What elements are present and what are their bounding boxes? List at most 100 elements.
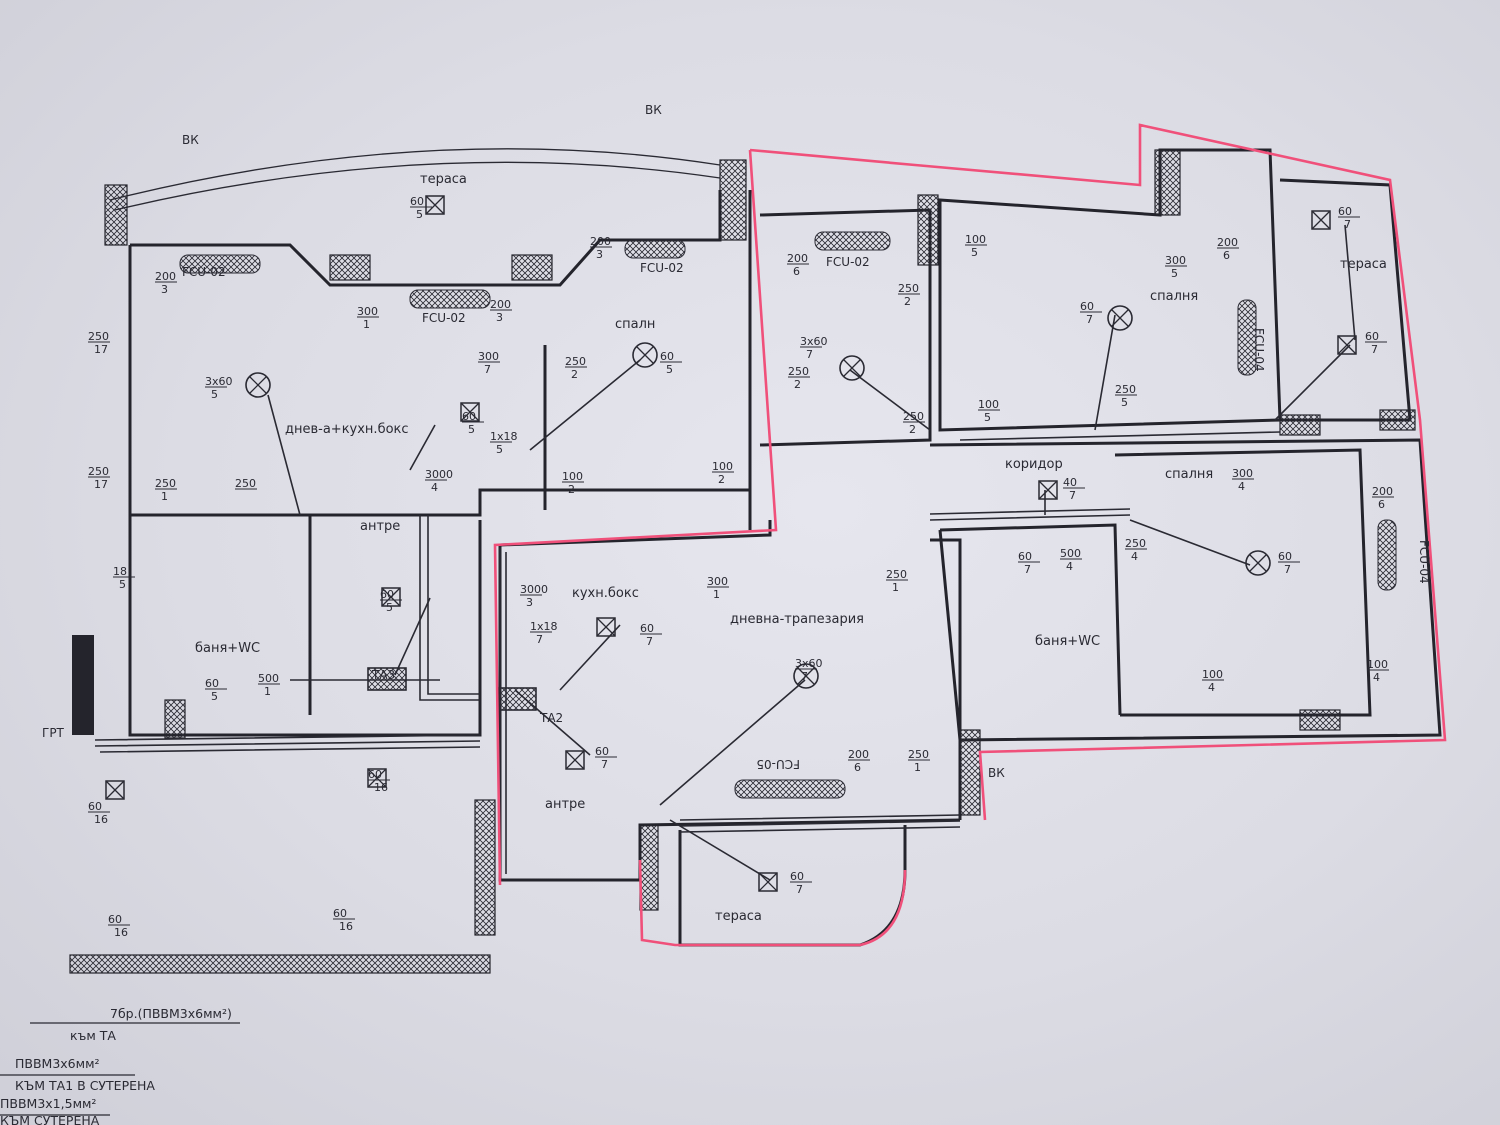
fixture-power: 200 xyxy=(590,235,611,248)
ceiling-lamp-box-icon xyxy=(105,780,125,800)
fixture-circuit: 7 xyxy=(1069,489,1076,502)
equipment-tag: FCU-02 xyxy=(826,255,870,269)
fixture-power: 40 xyxy=(1063,476,1077,489)
pendant-lamp-icon xyxy=(1245,550,1271,576)
cable-note: ПВВМ3х6мм² xyxy=(15,1056,100,1071)
fixture-power: 100 xyxy=(1202,668,1223,681)
fixture-power: 60 xyxy=(660,350,674,363)
fixture-label: 185 xyxy=(113,565,135,591)
fixture-power: 250 xyxy=(1115,383,1136,396)
fixture-circuit: 1 xyxy=(914,761,921,774)
ceiling-lamp-box-icon xyxy=(1337,335,1357,355)
fixture-power: 3000 xyxy=(425,468,453,481)
fixture-circuit: 16 xyxy=(94,813,108,826)
fixture-circuit: 2 xyxy=(568,483,575,496)
fixture-symbols xyxy=(105,195,1397,892)
walls xyxy=(109,148,1442,947)
equipment-tag: FCU-02 xyxy=(182,265,226,279)
fixture-power: 60 xyxy=(333,907,347,920)
ceiling-lamp-box-icon xyxy=(1311,210,1331,230)
fixture-circuit: 16 xyxy=(114,926,128,939)
fixture-label: 605 xyxy=(660,350,682,376)
fixture-power: 60 xyxy=(108,913,122,926)
fixture-circuit: 7 xyxy=(536,633,543,646)
fixture-power: 250 xyxy=(1125,537,1146,550)
fixture-power: 500 xyxy=(1060,547,1081,560)
fixture-power: 250 xyxy=(88,465,109,478)
room-name: днев-а+кухн.бокс xyxy=(285,422,409,437)
fixture-circuit: 4 xyxy=(1066,560,1073,573)
fixture-label: 605 xyxy=(205,677,227,703)
fixture-power: 300 xyxy=(1232,467,1253,480)
ceiling-lamp-box-icon xyxy=(1038,480,1058,500)
cable-note-destination: КЪМ ТА1 В СУТЕРЕНА xyxy=(15,1078,155,1093)
fixture-circuit: 7 xyxy=(1086,313,1093,326)
fixture-power: 300 xyxy=(357,305,378,318)
fixture-power: 60 xyxy=(1018,550,1032,563)
fixture-circuit: 16 xyxy=(339,920,353,933)
fixture-circuit: 17 xyxy=(94,478,108,491)
fan-coil-unit-icon xyxy=(1237,299,1257,376)
cable-trays xyxy=(94,224,1356,881)
fixture-power: 60 xyxy=(595,745,609,758)
fan-coil-unit-icon xyxy=(814,231,891,251)
fixture-power: 300 xyxy=(707,575,728,588)
fixture-power: 100 xyxy=(562,470,583,483)
room-name: спалн xyxy=(615,317,655,332)
fixture-power: 1x18 xyxy=(530,620,558,633)
fixture-label: 607 xyxy=(1278,550,1300,576)
fixture-circuit: 7 xyxy=(646,635,653,648)
ceiling-lamp-box-icon xyxy=(758,872,778,892)
equipment-tag: ВК xyxy=(645,103,662,117)
fixture-circuit: 6 xyxy=(1223,249,1230,262)
fixture-power: 200 xyxy=(155,270,176,283)
fixture-label: 605 xyxy=(410,195,432,221)
fixture-power: 60 xyxy=(88,800,102,813)
room-name: спалня xyxy=(1150,289,1198,304)
fixture-power: 500 xyxy=(258,672,279,685)
room-name: антре xyxy=(545,797,585,812)
fixture-label: 607 xyxy=(790,870,812,896)
fixture-power: 250 xyxy=(155,477,176,490)
apartment-panel-icon xyxy=(497,687,537,711)
equipment-tag: ВК xyxy=(182,133,199,147)
fixture-circuit: 5 xyxy=(119,578,126,591)
fixture-power: 60 xyxy=(640,622,654,635)
fixture-circuit: 4 xyxy=(1131,550,1138,563)
fixture-power: 60 xyxy=(462,410,476,423)
fixture-circuit: 7 xyxy=(1344,218,1351,231)
fixture-circuit: 2 xyxy=(571,368,578,381)
fixture-circuit: 1 xyxy=(161,490,168,503)
fixture-circuit: 7 xyxy=(1371,343,1378,356)
fixture-power: 200 xyxy=(1372,485,1393,498)
fixture-power: 60 xyxy=(1365,330,1379,343)
fixture-circuit: 4 xyxy=(1238,480,1245,493)
fixture-circuit: 7 xyxy=(484,363,491,376)
fixture-circuit: 5 xyxy=(496,443,503,456)
fixture-circuit: 7 xyxy=(601,758,608,771)
fixture-power: 200 xyxy=(1217,236,1238,249)
fixture-power: 200 xyxy=(490,298,511,311)
room-name: спалня xyxy=(1165,467,1213,482)
